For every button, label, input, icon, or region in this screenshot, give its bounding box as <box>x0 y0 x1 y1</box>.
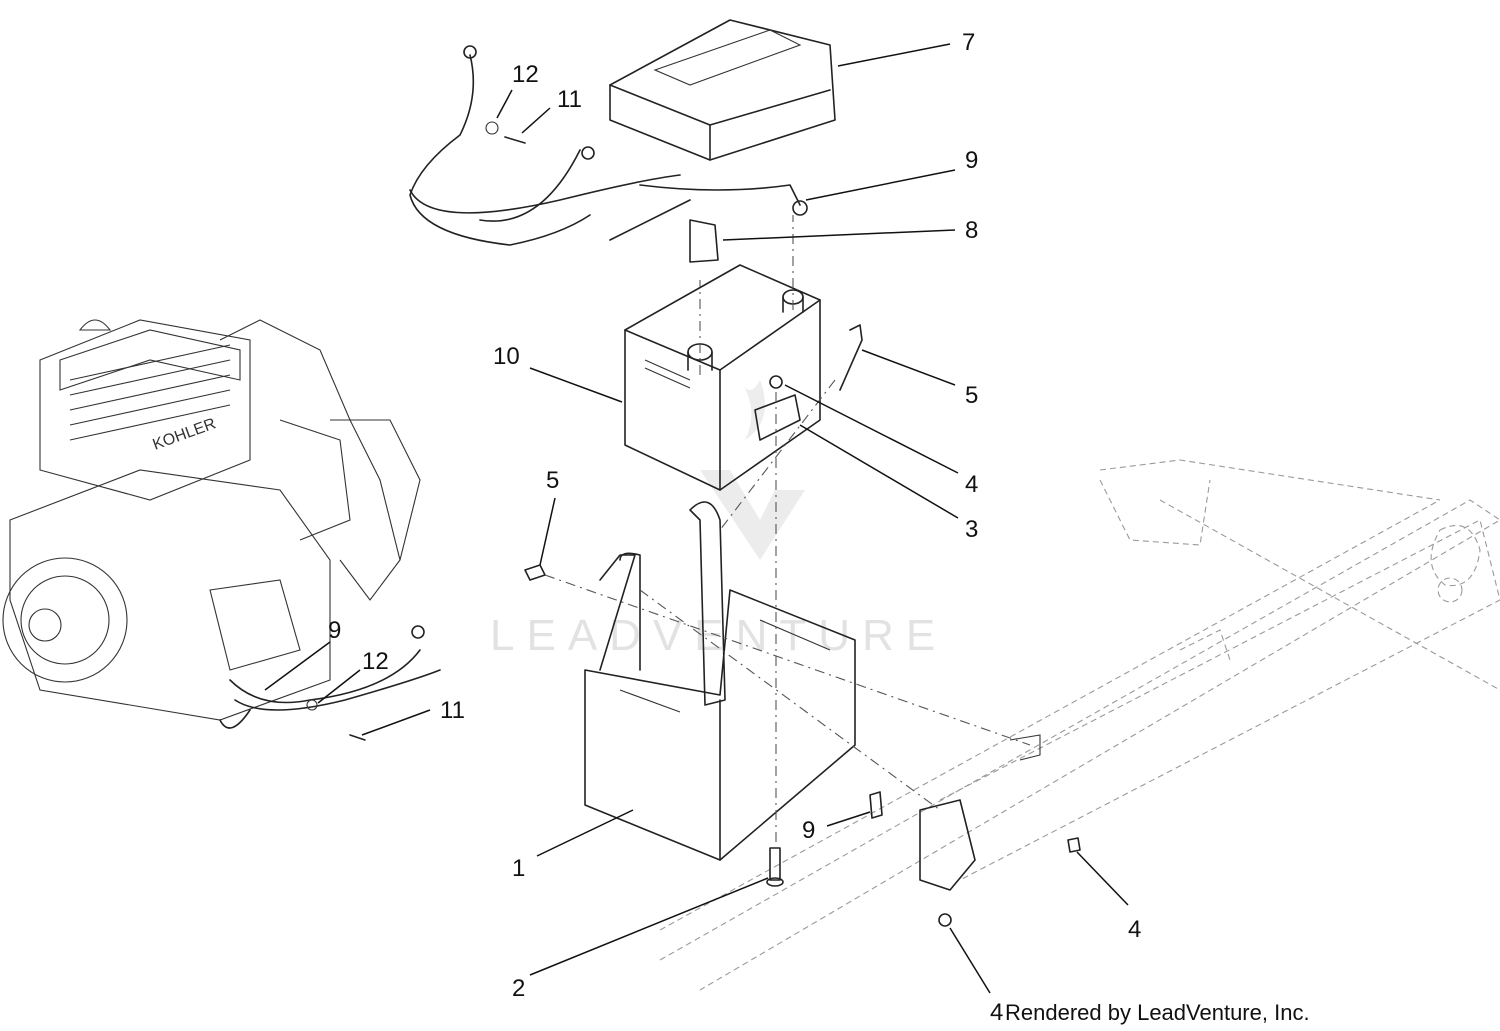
callout-4: 4 <box>990 999 1003 1026</box>
callout-12: 12 <box>362 648 389 675</box>
watermark-text: LEADVENTURE <box>490 611 947 660</box>
engine: KOHLER <box>2 319 421 721</box>
engine-brand-label: KOHLER <box>151 415 219 453</box>
callout-12: 12 <box>512 61 539 88</box>
callout-5: 5 <box>546 467 559 494</box>
callout-9: 9 <box>802 817 815 844</box>
battery-tray <box>584 552 856 861</box>
battery-cables-bottom <box>219 625 441 741</box>
watermark: LEADVENTURE <box>490 380 947 660</box>
assembly-lines <box>544 215 1031 848</box>
battery-cables-top <box>409 45 808 263</box>
battery-cover <box>609 19 836 161</box>
callout-9: 9 <box>965 147 978 174</box>
callout-4: 4 <box>965 471 978 498</box>
credit-text: Rendered by LeadVenture, Inc. <box>1005 1000 1310 1025</box>
hold-down <box>689 324 863 706</box>
callout-5: 5 <box>965 382 978 409</box>
callout-4: 4 <box>1128 916 1141 943</box>
callout-7: 7 <box>962 29 975 56</box>
battery <box>624 264 821 491</box>
callout-9: 9 <box>328 617 341 644</box>
frame-rail <box>659 459 1500 991</box>
callout-3: 3 <box>965 516 978 543</box>
callout-8: 8 <box>965 217 978 244</box>
callout-11: 11 <box>557 86 582 113</box>
callout-1: 1 <box>512 855 525 882</box>
callout-2: 2 <box>512 975 525 1002</box>
callouts: 7 12 11 9 8 10 5 4 3 5 9 12 11 9 1 2 4 4 <box>328 29 1141 1026</box>
callout-10: 10 <box>493 343 520 370</box>
callout-11: 11 <box>440 697 465 724</box>
leader-lines <box>264 43 1129 994</box>
